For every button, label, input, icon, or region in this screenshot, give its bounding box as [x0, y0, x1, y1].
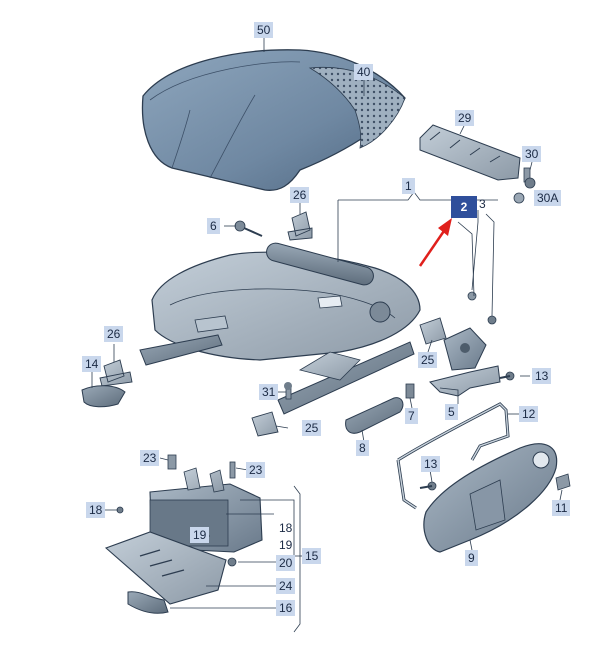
label-9[interactable]: 9 [465, 550, 478, 566]
label-13-upper[interactable]: 13 [532, 368, 552, 384]
label-24[interactable]: 24 [276, 578, 296, 594]
clip-11 [555, 473, 571, 491]
label-16[interactable]: 16 [276, 600, 296, 616]
label-6[interactable]: 6 [207, 218, 220, 234]
bolt-23-left [167, 454, 177, 470]
label-23-right[interactable]: 23 [246, 462, 266, 478]
label-18-right[interactable]: 18 [279, 521, 293, 535]
label-19-right[interactable]: 19 [279, 538, 293, 552]
label-30[interactable]: 30 [522, 146, 542, 162]
clip-25-right [419, 317, 447, 345]
label-26-top[interactable]: 26 [290, 187, 310, 203]
label-18-left[interactable]: 18 [86, 502, 106, 518]
label-11[interactable]: 11 [552, 500, 571, 516]
label-2-highlighted[interactable]: 2 [451, 196, 477, 218]
adjuster-bracket [419, 124, 521, 181]
label-14[interactable]: 14 [82, 356, 102, 372]
clip-26-top [287, 211, 313, 241]
label-13-lower[interactable]: 13 [421, 456, 441, 472]
label-26-left[interactable]: 26 [104, 326, 124, 342]
label-31[interactable]: 31 [259, 384, 279, 400]
leader-lines [91, 38, 563, 633]
seat-cushion [141, 49, 406, 191]
label-12[interactable]: 12 [519, 406, 539, 422]
label-25-left[interactable]: 25 [302, 420, 322, 436]
bolt-23-right [229, 461, 236, 479]
storage-drawer [149, 467, 263, 553]
drawer-lid-24 [104, 531, 227, 605]
bolt-30 [523, 167, 536, 189]
rail-bracket [298, 351, 361, 381]
left-rail [139, 334, 223, 366]
label-30a[interactable]: 30A [534, 190, 562, 206]
clip-7 [405, 383, 415, 399]
clip-26-left [99, 359, 133, 387]
label-3[interactable]: 3 [479, 197, 486, 211]
screw-13-upper [499, 371, 515, 381]
trim-cover-14 [81, 385, 126, 408]
label-19-drawer[interactable]: 19 [190, 527, 210, 543]
trim-strip-8 [345, 397, 404, 434]
adjuster-mechanism [443, 291, 497, 371]
screw-6 [234, 220, 263, 237]
seat-frame [151, 242, 421, 361]
label-20[interactable]: 20 [276, 555, 296, 571]
label-50[interactable]: 50 [254, 22, 274, 38]
label-25-right[interactable]: 25 [418, 352, 438, 368]
handle-16 [127, 591, 169, 614]
label-8[interactable]: 8 [356, 440, 369, 456]
screw-13-lower [419, 481, 437, 491]
lever-bracket-5 [429, 365, 501, 397]
label-7[interactable]: 7 [405, 408, 418, 424]
label-23-left[interactable]: 23 [140, 450, 160, 466]
clip-25-left [251, 411, 279, 437]
label-29[interactable]: 29 [455, 110, 475, 126]
highlight-arrow [418, 218, 452, 267]
label-5[interactable]: 5 [445, 404, 458, 420]
right-rail [277, 341, 415, 415]
label-15[interactable]: 15 [302, 548, 322, 564]
label-40[interactable]: 40 [354, 64, 374, 80]
nut-30a [513, 192, 525, 204]
screw-20 [227, 557, 237, 567]
label-1[interactable]: 1 [402, 178, 415, 194]
